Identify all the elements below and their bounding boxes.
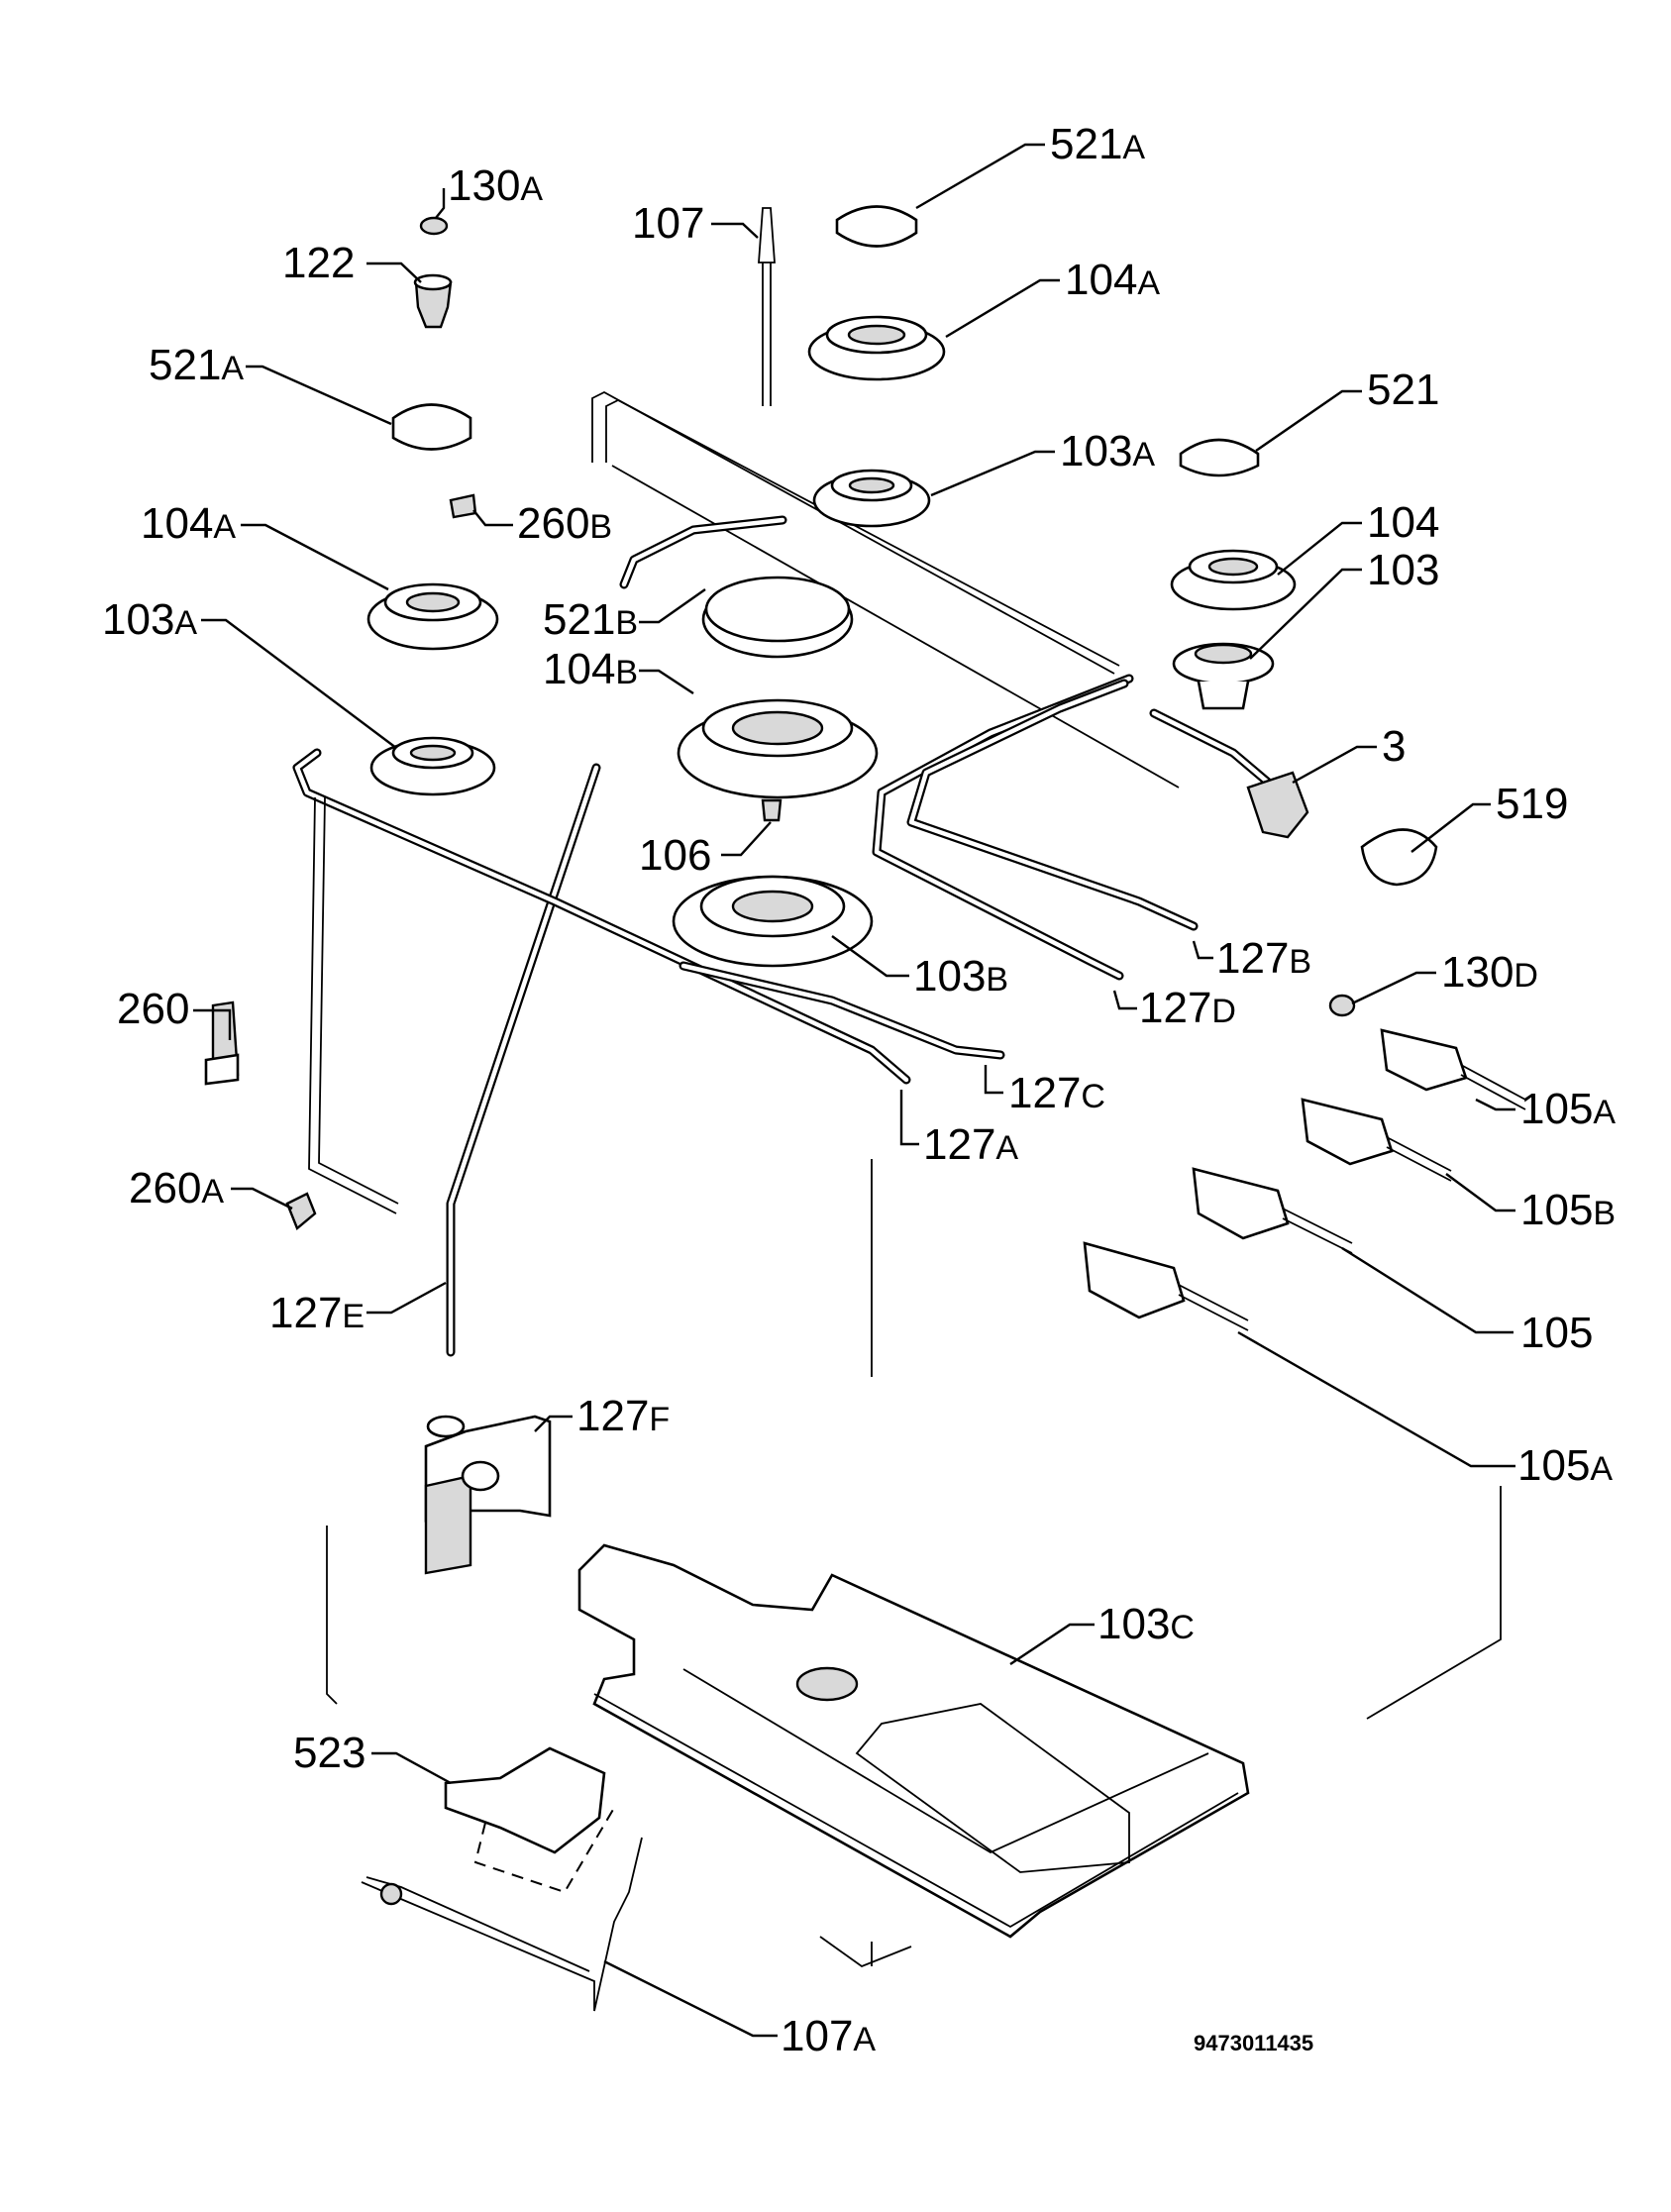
- label-127B: 127B: [1216, 934, 1311, 983]
- label-260B: 260B: [517, 499, 612, 548]
- gas-valves: [1083, 1028, 1526, 1331]
- label-103C: 103C: [1097, 1600, 1195, 1648]
- gas-pipes: [292, 390, 1303, 1377]
- label-523: 523: [293, 1729, 366, 1777]
- label-3: 3: [1382, 722, 1406, 771]
- coupling-127F: [424, 1415, 552, 1575]
- label-260: 260: [117, 985, 189, 1033]
- label-106: 106: [639, 831, 711, 880]
- label-105: 105: [1520, 1309, 1593, 1357]
- label-103B: 103B: [913, 952, 1008, 1001]
- label-127A: 127A: [923, 1120, 1018, 1169]
- burner-parts: [204, 205, 1438, 1230]
- label-127E: 127E: [269, 1289, 365, 1337]
- label-127D: 127D: [1139, 984, 1236, 1032]
- label-104B: 104B: [543, 645, 638, 693]
- label-105A-top: 105A: [1520, 1085, 1616, 1133]
- drawing-code: 9473011435: [1194, 2031, 1313, 2055]
- label-104A-left: 104A: [141, 499, 236, 548]
- label-103A-right: 103A: [1060, 427, 1155, 475]
- label-519: 519: [1496, 780, 1568, 828]
- label-521A-right: 521A: [1050, 120, 1145, 168]
- leader-lines: [193, 143, 1515, 2038]
- label-130D: 130D: [1441, 948, 1538, 997]
- label-521A-left: 521A: [149, 341, 244, 389]
- label-107A: 107A: [781, 2012, 876, 2060]
- label-260A: 260A: [129, 1164, 224, 1212]
- label-104: 104: [1367, 498, 1439, 547]
- label-105B: 105B: [1520, 1186, 1616, 1234]
- part-labels: 130A 122 521A 260B 104A 103A 107 521A 10…: [102, 120, 1616, 2060]
- label-103: 103: [1367, 546, 1439, 594]
- label-103A-left: 103A: [102, 595, 197, 644]
- igniter-assembly: [361, 1746, 643, 2012]
- label-521: 521: [1367, 366, 1439, 414]
- label-104A-right: 104A: [1065, 256, 1160, 304]
- label-107: 107: [632, 199, 704, 248]
- label-127F: 127F: [576, 1392, 670, 1440]
- label-127C: 127C: [1008, 1069, 1105, 1117]
- label-105A-bottom: 105A: [1517, 1441, 1613, 1490]
- label-521B: 521B: [543, 595, 638, 644]
- group-brackets: [326, 1486, 1502, 1968]
- burner-tray-103C: [577, 1543, 1250, 1939]
- label-130A-top: 130A: [448, 161, 543, 210]
- label-122: 122: [282, 239, 355, 287]
